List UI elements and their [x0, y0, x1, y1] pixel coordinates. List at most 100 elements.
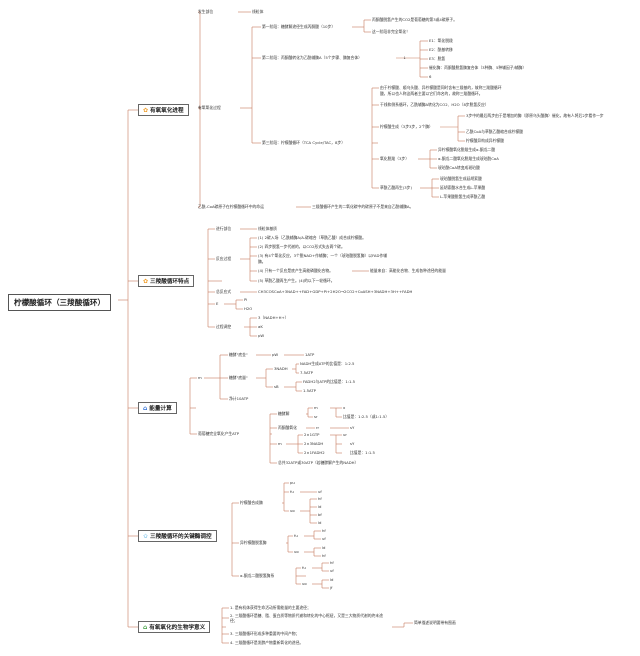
- node-regen-2[interactable]: 延胡索酸水合生成L-苹果酸: [440, 185, 486, 190]
- node-feature-2[interactable]: (2) 四步脱氢一步代谢的，以CO2形式失去两个碳。: [258, 244, 345, 249]
- node-idh-fu-2[interactable]: uf: [322, 536, 326, 541]
- node-stage-2-extra[interactable]: 6: [429, 74, 432, 79]
- node-pyruvate-sy[interactable]: sY: [350, 425, 355, 430]
- node-e1[interactable]: E1：氧化脱羧: [429, 38, 453, 43]
- node-regulation[interactable]: 过程调控: [216, 324, 232, 329]
- node-stage-1[interactable]: 第一阶段：糖酵解途径生成丙酮酸（10步）: [262, 24, 336, 29]
- node-stage-3[interactable]: 第三阶段：柠檬酸循环（TCA Cycle/TAC，8步）: [262, 140, 345, 145]
- node-idh-uo-1[interactable]: ld: [322, 545, 326, 550]
- node-2xfadh2-val[interactable]: 比值是：1:1.5: [350, 450, 375, 455]
- root-topic[interactable]: 柠檬酸循环（三羧酸循环）: [8, 294, 112, 311]
- node-fadh-ratio[interactable]: FADH2与ATP的比值是：1:1.5: [303, 379, 356, 384]
- node-stage-2-arrow[interactable]: ↓: [403, 55, 407, 60]
- node-akg-fu-1[interactable]: hf: [330, 560, 334, 565]
- node-glycolysis-x[interactable]: x: [343, 405, 346, 410]
- node-cs-uo-1[interactable]: hf: [318, 496, 322, 501]
- node-decarb-3[interactable]: 琥珀酰CoA转变成琥珀酸: [438, 165, 480, 170]
- node-glycolysis-sr[interactable]: sr: [314, 414, 318, 419]
- node-site-value[interactable]: 线粒体: [252, 9, 264, 14]
- node-process[interactable]: 有氧氧化过程: [198, 105, 221, 110]
- node-citrate-synthase[interactable]: 柠檬酸合成酶: [240, 500, 263, 505]
- node-glycolysis-ratio[interactable]: 比值是：1:2.5（或1:1.5）: [343, 414, 390, 419]
- node-idh-fu[interactable]: fu: [294, 533, 298, 538]
- node-pyruvate-rr[interactable]: rr: [316, 425, 320, 430]
- node-carbon-fate-note[interactable]: 三羧酸循环产生的二氧化碳中的碳原子不是来自乙酰辅酶A。: [312, 204, 414, 209]
- node-oxidative-decarb[interactable]: 氧化脱羧（3步）: [380, 156, 409, 161]
- node-equation-value[interactable]: CH3COSCoA+3NAD++FAD+GDP+Pi+2H2O→2CO2+CoA…: [258, 289, 413, 294]
- node-1atp[interactable]: 1ATP: [305, 352, 315, 357]
- node-glycolysis-amount[interactable]: 糖酵"底量": [229, 375, 248, 380]
- node-meaning-1[interactable]: 1. 是有机体获得生命活动所需能量的主要途径；: [230, 605, 311, 610]
- node-enzyme-complex[interactable]: 催化酶：丙酮酸脱氢酶复合体（3种酶、5种辅因子/辅酶）: [429, 65, 527, 70]
- node-naming-2[interactable]: 酸，所以也人称这两者主要以它们命名的，故称三羧酸循环。: [380, 91, 483, 96]
- node-akg-fu-2[interactable]: uf: [330, 568, 334, 573]
- node-cs-uo-3[interactable]: bf: [318, 512, 322, 517]
- node-main-line[interactable]: 干线和侧系循环，乙酰辅酶A转化为CO2、H2O（8步脱氢反应）: [380, 102, 489, 107]
- node-akg-fu[interactable]: fu: [302, 565, 306, 570]
- node-idh-uo[interactable]: uo: [294, 549, 299, 554]
- node-pw-value[interactable]: pW: [272, 352, 279, 357]
- node-pi[interactable]: Pi: [244, 297, 248, 302]
- node-m[interactable]: m: [198, 375, 202, 380]
- node-cs-pu[interactable]: pu: [290, 480, 295, 485]
- node-tca-m[interactable]: m: [278, 441, 282, 446]
- node-citrate-step-1[interactable]: 乙酰CoA与草酰乙酸缩合成柠檬酸: [466, 129, 523, 134]
- node-sb[interactable]: sB: [274, 384, 279, 389]
- node-regen-1[interactable]: 琥珀酸脱氢生成延胡索酸: [440, 176, 482, 181]
- node-feature-4[interactable]: (4) 只有一个反应是底产生高能磷酸化合物。: [258, 268, 333, 273]
- node-1-5atp[interactable]: 1.5ATP: [303, 388, 316, 393]
- node-akg-dh[interactable]: α-酮戊二酸脱氢酶系: [240, 573, 275, 578]
- node-nadh-ratio[interactable]: NADH生成ATP的比值是：1:2.5: [300, 361, 355, 366]
- node-feature-1[interactable]: (1) 2碳入场（乙酰辅酶A/A-碳缩合（草酰乙酸）成合成柠檬酸。: [258, 235, 366, 240]
- node-site[interactable]: 发生部位: [198, 9, 214, 14]
- node-isocitrate-dh[interactable]: 异柠檬酸脱氢酶: [240, 540, 267, 545]
- node-3nadh[interactable]: 3NADH: [274, 366, 288, 371]
- node-akg-uo[interactable]: uo: [302, 581, 307, 586]
- node-net-10atp[interactable]: 净计10ATP: [229, 396, 249, 401]
- node-glycolysis[interactable]: 糖酵解: [278, 411, 290, 416]
- node-2x3nadh-val[interactable]: sY: [350, 441, 355, 446]
- node-carbon-fate[interactable]: 乙酰-CoA碳原子在柠檬酸循环中的命运: [198, 204, 264, 209]
- node-citrate-formation[interactable]: 柠檬酸生成（3步3步，2个酶）: [380, 124, 433, 129]
- node-feature-3[interactable]: (3) 有4个氧化反应，3个脱NAD+作辅酶；一个（琥珀酸脱氢酶）以FAD作辅: [258, 253, 388, 258]
- node-stage-1-note-2[interactable]: 这一阶段非完全氧化！: [372, 29, 410, 34]
- node-meaning-2[interactable]: 2. 三羧酸循环是糖、脂、蛋白质等物质代谢和转化的中心枢纽，又是三大物质代谢的终…: [230, 613, 383, 623]
- node-2x3nadh[interactable]: 2×3NADH: [304, 441, 324, 446]
- node-idh-uo-2[interactable]: hf: [322, 553, 326, 558]
- node-glycolysis-gold[interactable]: 糖酵"底金": [229, 352, 248, 357]
- node-oaa-regeneration[interactable]: 草酰乙酸再生(3步): [380, 185, 412, 190]
- node-feature-4-note[interactable]: 能量来自：高能化合物、生成各种途径的能量: [370, 268, 446, 273]
- node-gtp[interactable]: 2×1GTP: [304, 432, 320, 437]
- node-stage-1-note-1[interactable]: 丙酮酸脱氢产生的CO2是葡萄糖的第3或4碳原子。: [372, 17, 458, 22]
- node-cs-uo[interactable]: uo: [290, 508, 295, 513]
- node-cs-fu[interactable]: fu: [290, 489, 294, 494]
- node-meaning-4[interactable]: 4. 三羧酸循环是发酵产物重新氧化的途径。: [230, 640, 304, 645]
- node-regen-3[interactable]: L-苹果酸脱氢生成草酰乙酸: [440, 194, 486, 199]
- node-idh-fu-1[interactable]: hf: [322, 528, 326, 533]
- node-akg-uo-2[interactable]: jf: [330, 585, 333, 590]
- node-cs-uo-4[interactable]: ld: [318, 520, 322, 525]
- node-e3[interactable]: E3：脱氢: [429, 56, 446, 61]
- node-e2[interactable]: E2：酰基转移: [429, 47, 453, 52]
- branch-cycle-features[interactable]: ✿ 三羧酸循环特点: [138, 275, 195, 287]
- node-location[interactable]: 进行部位: [216, 226, 232, 231]
- node-feature-3b[interactable]: 酶。: [258, 259, 266, 264]
- node-gtp-val[interactable]: ur: [343, 432, 347, 437]
- node-meaning-3[interactable]: 3. 三羧酸循环形成多种重要的中间产物；: [230, 631, 300, 636]
- node-cs-fu-val[interactable]: uf: [318, 489, 322, 494]
- branch-key-enzymes[interactable]: ✩ 三羧酸循环的关键酶调控: [138, 530, 217, 542]
- node-cs-uo-2[interactable]: ld: [318, 504, 322, 509]
- node-nadh[interactable]: 3（NADH+H+）: [258, 315, 289, 320]
- node-pw[interactable]: pW: [258, 333, 265, 338]
- node-akg-uo-1[interactable]: ld: [330, 577, 334, 582]
- node-ak[interactable]: aK: [258, 324, 263, 329]
- node-total-atp[interactable]: 总共32ATP或30ATP（若糖酵解产生的NADH）: [278, 460, 359, 465]
- node-reaction-process[interactable]: 反应过程: [216, 256, 232, 261]
- branch-energy-calc[interactable]: ⌂ 能量计算: [138, 402, 177, 414]
- node-water[interactable]: H2O: [244, 306, 253, 311]
- node-stage-2[interactable]: 第二阶段：丙酮酸转化为乙酰辅酶A（5个步骤、酶复合体）: [262, 55, 362, 60]
- node-glucose-atp[interactable]: 葡萄糖完全氧化产生ATP: [198, 431, 240, 436]
- node-pyruvate-oxidation[interactable]: 丙酮酸氧化: [278, 425, 297, 430]
- node-meaning-note[interactable]: 简单描述说明要带有图画: [414, 620, 456, 625]
- node-citrate-note[interactable]: 3步中的最后两步由于是增加的酶（即原乌头酸酶）催化，故有人将后2步看作一步: [466, 113, 604, 118]
